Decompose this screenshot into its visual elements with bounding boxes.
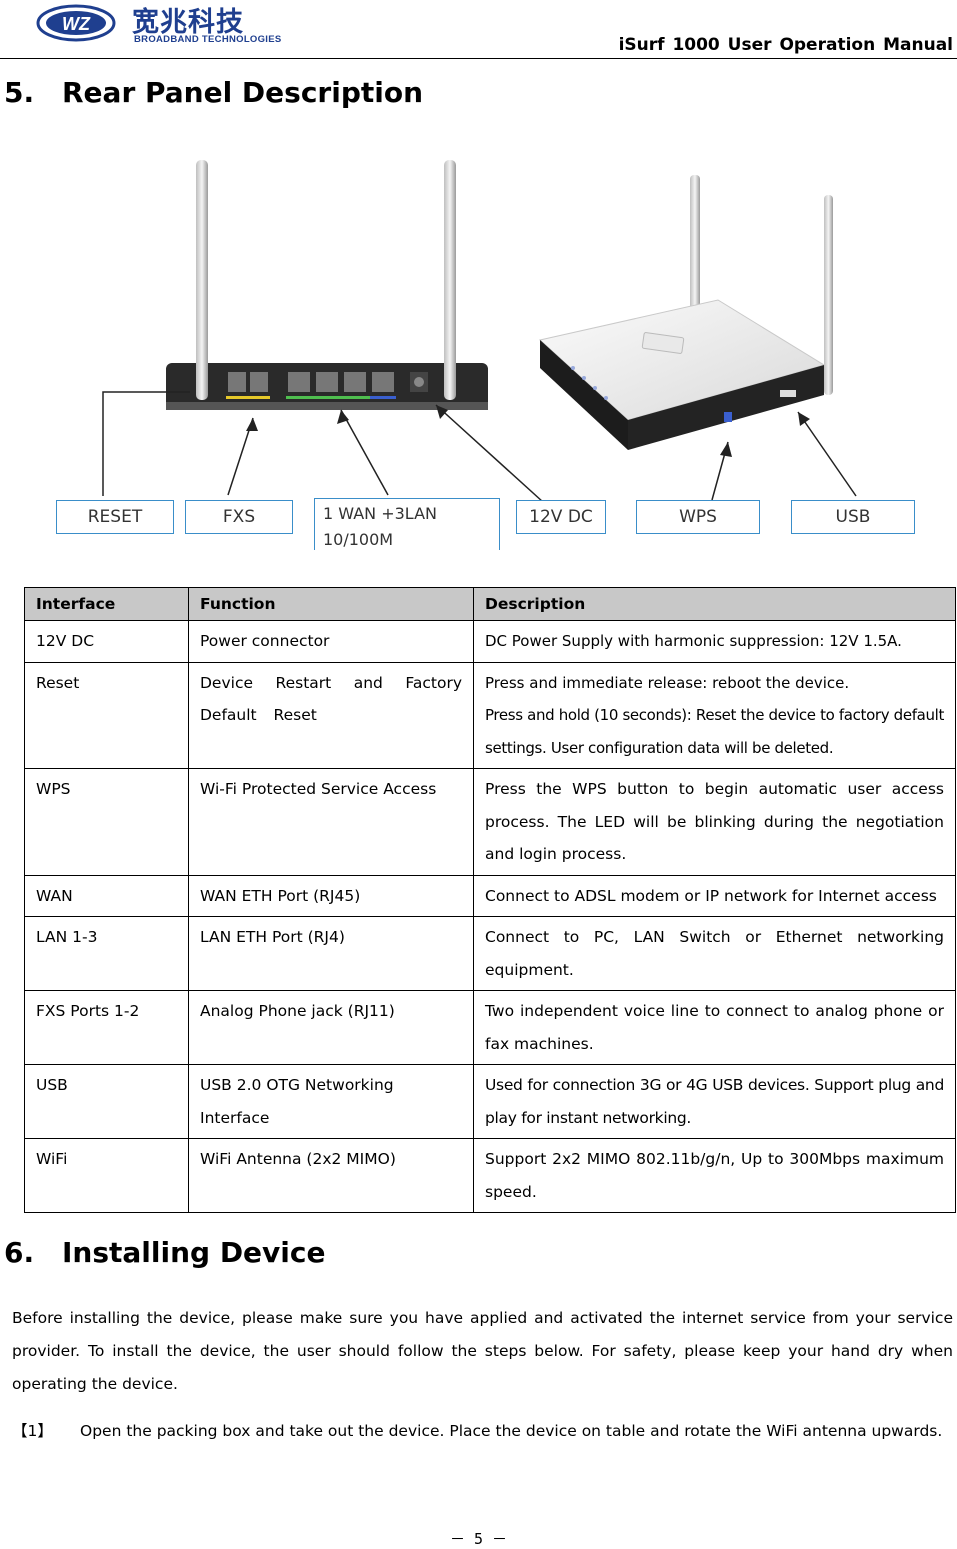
cell-interface: USB (24, 1064, 189, 1139)
section-6-title: Installing Device (62, 1236, 326, 1269)
table-row: WiFi WiFi Antenna (2x2 MIMO) Support 2x2… (24, 1138, 956, 1213)
callout-wan-lan-line2: 10/100M (323, 530, 394, 549)
cell-description: Support 2x2 MIMO 802.11b/g/n, Up to 300M… (473, 1138, 956, 1213)
callout-arrowheads (246, 405, 810, 457)
manual-title: iSurf 1000 User Operation Manual (618, 35, 953, 55)
section-6-heading: 6. Installing Device (4, 1236, 325, 1269)
cell-function: Power connector (188, 620, 474, 663)
cell-description-line1: Press and immediate release: reboot the … (485, 673, 850, 692)
cell-function: WiFi Antenna (2x2 MIMO) (188, 1138, 474, 1213)
installation-intro-paragraph: Before installing the device, please mak… (12, 1309, 953, 1393)
step-1-text: Open the packing box and take out the de… (80, 1422, 943, 1440)
callout-fxs: FXS (185, 500, 293, 534)
table-row: 12V DC Power connector DC Power Supply w… (24, 620, 956, 663)
callout-usb: USB (791, 500, 915, 534)
column-header-function: Function (188, 587, 474, 621)
router-rear-view (166, 160, 488, 410)
logo-chinese-text: 宽兆科技 (132, 7, 244, 38)
header-divider (0, 58, 957, 59)
cell-function: Wi-Fi Protected Service Access (188, 768, 474, 876)
router-front-view (538, 175, 833, 450)
callout-reset: RESET (56, 500, 174, 534)
callout-leader-lines (102, 391, 857, 503)
callout-wps: WPS (636, 500, 760, 534)
cell-function: USB 2.0 OTG Networking Interface (188, 1064, 474, 1139)
callout-wan-lan-line1: 1 WAN +3LAN (323, 504, 437, 523)
logo-emblem-icon: WZ (36, 4, 116, 42)
section-5-number: 5. (4, 76, 35, 109)
svg-text:WZ: WZ (62, 14, 91, 34)
table-row: USB USB 2.0 OTG Networking Interface Use… (24, 1064, 956, 1139)
section-5-title: Rear Panel Description (62, 76, 424, 109)
router-illustration (102, 160, 857, 503)
cell-description: Connect to ADSL modem or IP network for … (473, 874, 956, 917)
section-5-heading: 5. Rear Panel Description (4, 76, 423, 109)
table-row: WPS Wi-Fi Protected Service Access Press… (24, 768, 956, 876)
cell-description-line2: Press and hold (10 seconds): Reset the d… (485, 706, 944, 757)
table-row: LAN 1-3 LAN ETH Port (RJ4) Connect to PC… (24, 916, 956, 991)
cell-interface: Reset (24, 661, 189, 769)
cell-description: Press and immediate release: reboot the … (473, 661, 956, 769)
table-header-row: Interface Function Description (24, 587, 956, 621)
cell-function: Analog Phone jack (RJ11) (188, 990, 474, 1065)
cell-interface: WAN (24, 874, 189, 917)
page-number: － 5 － (449, 1530, 508, 1548)
table-row: Reset Device Restart and Factory Default… (24, 661, 956, 769)
cell-interface: 12V DC (24, 620, 189, 663)
cell-interface: WiFi (24, 1138, 189, 1213)
cell-interface: LAN 1-3 (24, 916, 189, 991)
callout-12v-dc: 12V DC (516, 500, 606, 534)
section-6-number: 6. (4, 1236, 35, 1269)
cell-description: Used for connection 3G or 4G USB devices… (473, 1064, 956, 1139)
table-row: FXS Ports 1-2 Analog Phone jack (RJ11) T… (24, 990, 956, 1065)
column-header-description: Description (473, 587, 956, 621)
rear-panel-figure: RESET FXS 1 WAN +3LAN 10/100M 12V DC WPS… (28, 150, 928, 550)
column-header-interface: Interface (24, 587, 189, 621)
cell-function: WAN ETH Port (RJ45) (188, 874, 474, 917)
logo-english-text: BROADBAND TECHNOLOGIES (134, 34, 282, 45)
company-logo: WZ 宽兆科技 BROADBAND TECHNOLOGIES (36, 0, 296, 52)
cell-interface: WPS (24, 768, 189, 876)
cell-interface: FXS Ports 1-2 (24, 990, 189, 1065)
table-row: WAN WAN ETH Port (RJ45) Connect to ADSL … (24, 874, 956, 917)
cell-description: Two independent voice line to connect to… (473, 990, 956, 1065)
step-1-number: 【1】 (12, 1422, 53, 1440)
cell-function: LAN ETH Port (RJ4) (188, 916, 474, 991)
interface-table: Interface Function Description 12V DC Po… (24, 587, 956, 1213)
page-header: WZ 宽兆科技 BROADBAND TECHNOLOGIES iSurf 100… (0, 0, 957, 60)
cell-description: Press the WPS button to begin automatic … (473, 768, 956, 876)
cell-function: Device Restart and Factory Default Reset (188, 661, 474, 769)
cell-description: DC Power Supply with harmonic suppressio… (473, 620, 956, 663)
callout-wan-lan: 1 WAN +3LAN 10/100M (314, 498, 500, 550)
cell-description: Connect to PC, LAN Switch or Ethernet ne… (473, 916, 956, 991)
